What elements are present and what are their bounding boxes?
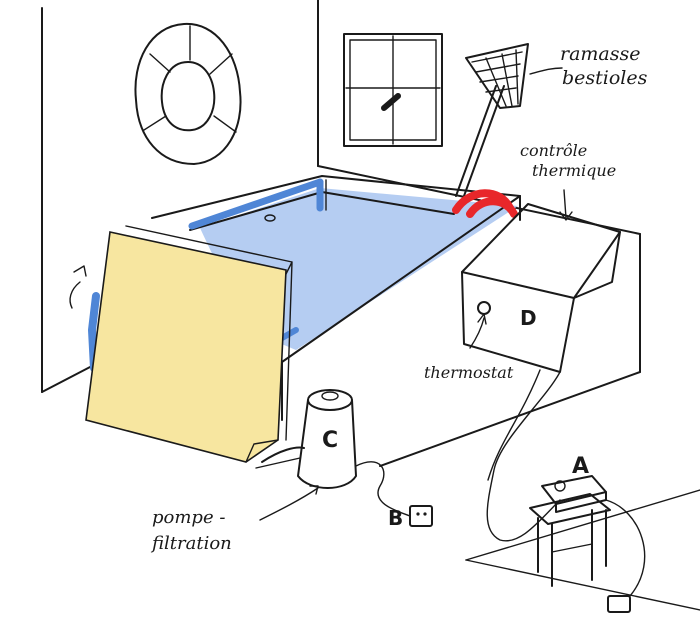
wall-socket-icon [605, 499, 646, 613]
heater-coil [452, 189, 518, 218]
window [343, 33, 443, 147]
label-filtration: filtration [152, 533, 232, 554]
timer-box-icon [541, 475, 607, 513]
letter-a: A [572, 454, 590, 479]
label-thermique: thermique [532, 161, 617, 180]
thermal-box [461, 203, 621, 542]
solar-panel [85, 225, 293, 463]
pump-filter [255, 389, 411, 517]
letter-c: C [322, 428, 339, 453]
label-ramasse: ramasse [560, 43, 641, 65]
label-thermostat: thermostat [424, 363, 514, 382]
room-walls [41, 0, 700, 611]
letter-b: B [388, 506, 404, 530]
annotation-arrows [259, 189, 573, 521]
label-bestioles: bestioles [562, 67, 648, 89]
label-controle: contrôle [520, 141, 588, 160]
letter-d: D [520, 306, 537, 330]
label-pompe: pompe - [152, 507, 226, 528]
power-socket-icon [409, 505, 433, 527]
stool [529, 493, 611, 587]
bug-net-icon [455, 43, 563, 197]
life-ring-icon [134, 22, 242, 165]
